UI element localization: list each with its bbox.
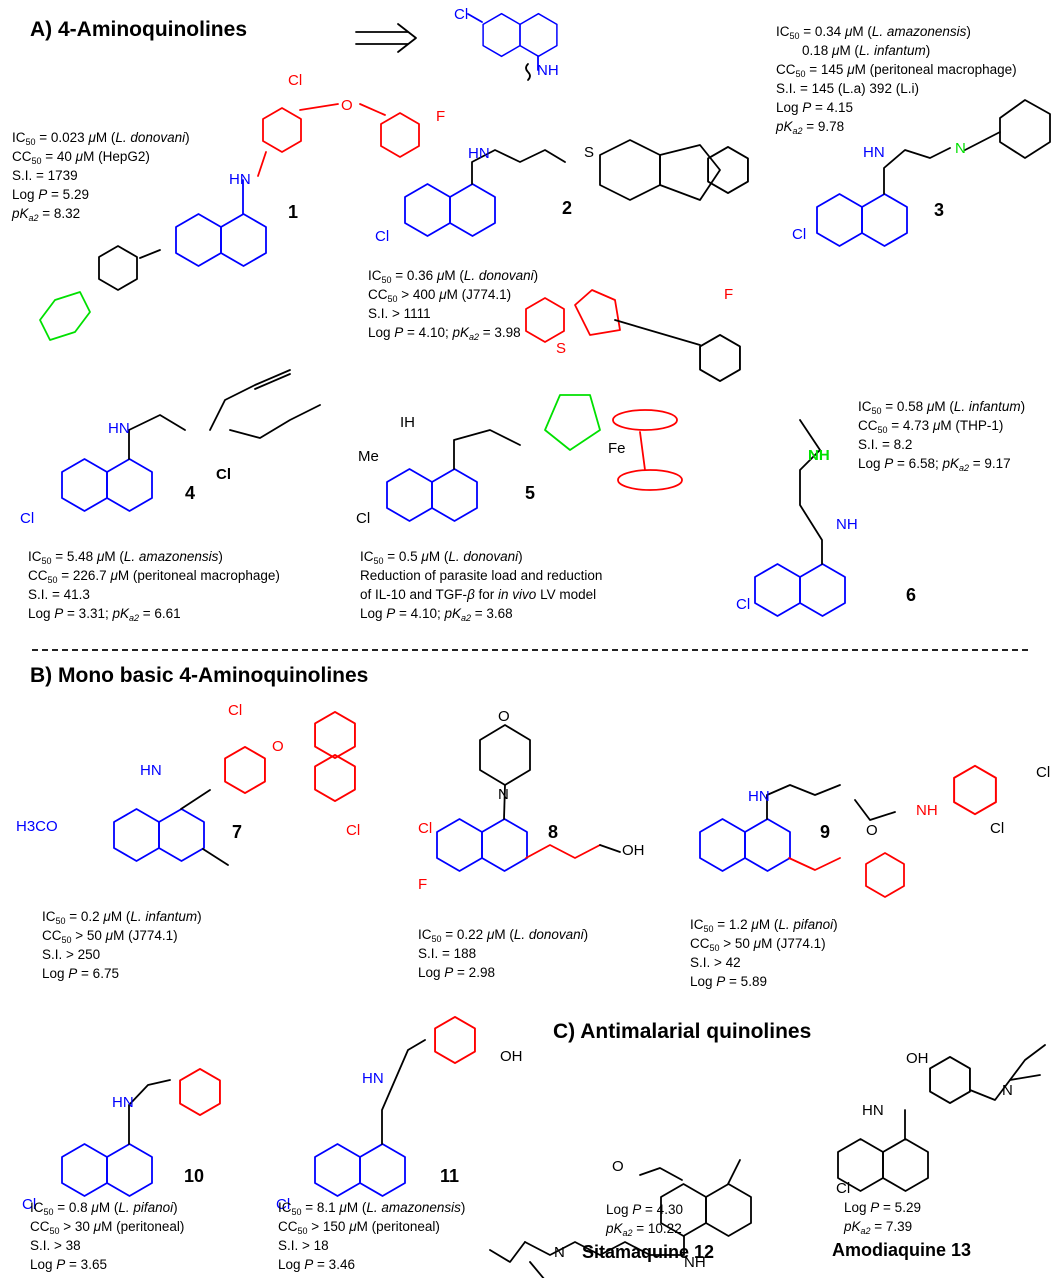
property-line: IC50 = 5.48 μM (L. amazonensis) — [28, 549, 223, 566]
compound-2-structure — [404, 139, 749, 237]
property-line: CC50 > 150 μM (peritoneal) — [278, 1219, 440, 1236]
property-line: IC50 = 0.2 μM (L. infantum) — [42, 909, 202, 926]
property-line: Reduction of parasite load and reduction — [360, 568, 603, 583]
compound-1-properties: IC50 = 0.023 μM (L. donovani) CC50 = 40 μ… — [12, 128, 190, 223]
property-line: CC50 > 400 μM (J774.1) — [368, 287, 512, 304]
compound-13-properties: Log P = 5.29 pKa2 = 7.39 — [844, 1198, 921, 1236]
compound-6-structure — [525, 289, 846, 617]
property-line: IC50 = 8.1 μM (L. amazonensis) — [278, 1200, 466, 1217]
compound-4-properties: IC50 = 5.48 μM (L. amazonensis) CC50 = 22… — [28, 547, 280, 623]
compound-number: 6 — [906, 585, 917, 605]
template-quinoline — [467, 12, 558, 71]
compound-9-properties: IC50 = 1.2 μM (L. pifanoi) CC50 > 50 μM (… — [690, 915, 838, 991]
compound-5-properties: IC50 = 0.5 μM (L. donovani) Reduction of … — [360, 547, 602, 623]
compound-6-properties: IC50 = 0.58 μM (L. infantum) CC50 = 4.73 … — [858, 397, 1025, 473]
property-line: Log P = 6.75 — [42, 966, 119, 981]
property-line: IC50 = 0.22 μM (L. donovani) — [418, 927, 589, 944]
compound-number: 7 — [232, 822, 243, 842]
property-line: pKa2 = 7.39 — [844, 1219, 913, 1236]
property-line: S.I. = 188 — [418, 946, 477, 961]
property-line: Log P = 6.58; pKa2 = 9.17 — [858, 456, 1011, 473]
compound-number: 11 — [440, 1166, 460, 1186]
drug-name-sitamaquine: Sitamaquine 12 — [582, 1242, 715, 1262]
property-line: IC50 = 0.34 μM (L. amazonensis) — [776, 24, 971, 41]
section-a-title: A) 4-Aminoquinolines — [30, 18, 247, 41]
compound-number: 9 — [820, 822, 831, 842]
compound-8-structure — [436, 724, 621, 872]
compound-3-properties: IC50 = 0.34 μM (L. amazonensis) 0.18 μM (… — [776, 22, 1017, 136]
property-line: Log P = 3.46 — [278, 1257, 355, 1272]
property-line: of IL-10 and TGF-β for in vivo LV model — [360, 587, 597, 602]
property-line: Log P = 5.29 — [844, 1200, 921, 1215]
property-line: Log P = 5.29 — [12, 187, 89, 202]
retrosynthesis-arrow — [355, 23, 417, 53]
property-line: IC50 = 1.2 μM (L. pifanoi) — [690, 917, 838, 934]
compound-number: 3 — [934, 200, 945, 220]
compound-number: 4 — [185, 483, 196, 503]
property-line: S.I. = 8.2 — [858, 437, 913, 452]
compound-number: 8 — [548, 822, 559, 842]
compound-7-properties: IC50 = 0.2 μM (L. infantum) CC50 > 50 μM … — [42, 907, 202, 983]
compound-7-structure — [113, 710, 356, 866]
property-line: pKa2 = 9.78 — [776, 119, 845, 136]
property-line: pKa2 = 10.22 — [606, 1221, 682, 1238]
compound-9-structure — [699, 764, 997, 898]
property-line: IC50 = 0.8 μM (L. pifanoi) — [30, 1200, 178, 1217]
property-line: Log P = 4.10; pKa2 = 3.98 — [368, 325, 521, 342]
property-line: S.I. > 250 — [42, 947, 101, 962]
property-line: IC50 = 0.58 μM (L. infantum) — [858, 399, 1026, 416]
property-line: Log P = 3.31; pKa2 = 6.61 — [28, 606, 181, 623]
property-line: S.I. = 41.3 — [28, 587, 90, 602]
compound-3-structure — [816, 99, 1051, 247]
property-line: CC50 > 50 μM (J774.1) — [690, 936, 826, 953]
compound-12-properties: Log P = 4.30 pKa2 = 10.22 — [606, 1200, 683, 1238]
property-line: CC50 > 30 μM (peritoneal) — [30, 1219, 185, 1236]
compound-number: 10 — [184, 1166, 205, 1186]
compound-10-properties: IC50 = 0.8 μM (L. pifanoi) CC50 > 30 μM (… — [30, 1198, 184, 1274]
property-line: Log P = 4.10; pKa2 = 3.68 — [360, 606, 513, 623]
property-line: IC50 = 0.023 μM (L. donovani) — [12, 130, 190, 147]
property-line: Log P = 2.98 — [418, 965, 495, 980]
property-line: CC50 = 145 μM (peritoneal macrophage) — [776, 62, 1017, 79]
property-line: S.I. > 1111 — [368, 306, 431, 321]
compound-1-structure — [39, 103, 420, 341]
compound-number: 5 — [525, 483, 536, 503]
compound-number: 1 — [288, 202, 299, 222]
section-divider — [32, 649, 1028, 651]
property-line: S.I. > 38 — [30, 1238, 81, 1253]
compound-5-structure — [386, 394, 683, 522]
property-line: CC50 = 4.73 μM (THP-1) — [858, 418, 1004, 435]
property-line: Log P = 5.89 — [690, 974, 767, 989]
compound-number: 2 — [562, 198, 573, 218]
property-line: Log P = 4.15 — [776, 100, 853, 115]
compound-11-structure — [314, 1015, 476, 1197]
property-line: pKa2 = 8.32 — [12, 206, 81, 223]
property-line: IC50 = 0.5 μM (L. donovani) — [360, 549, 523, 566]
property-line: 0.18 μM (L. infantum) — [802, 43, 931, 58]
wavy-bond — [525, 63, 531, 81]
compound-4-structure — [61, 369, 321, 512]
property-line: CC50 = 40 μM (HepG2) — [12, 149, 150, 166]
drug-name-amodiaquine: Amodiaquine 13 — [832, 1240, 972, 1260]
property-line: S.I. > 18 — [278, 1238, 329, 1253]
property-line: S.I. > 42 — [690, 955, 741, 970]
compound-2-properties: IC50 = 0.36 μM (L. donovani) CC50 > 400 μ… — [368, 266, 538, 342]
property-line: S.I. = 145 (L.a) 392 (L.i) — [776, 81, 919, 96]
compound-10-structure — [61, 1067, 221, 1197]
property-line: CC50 = 226.7 μM (peritoneal macrophage) — [28, 568, 280, 585]
property-line: IC50 = 0.36 μM (L. donovani) — [368, 268, 539, 285]
section-c-title: C) Antimalarial quinolines — [553, 1020, 812, 1043]
compound-11-properties: IC50 = 8.1 μM (L. amazonensis) CC50 > 150… — [278, 1198, 465, 1274]
property-line: Log P = 3.65 — [30, 1257, 107, 1272]
compound-13-structure — [837, 1044, 1046, 1192]
compound-12-structure — [489, 1159, 752, 1278]
property-line: Log P = 4.30 — [606, 1202, 683, 1217]
section-b-title: B) Mono basic 4-Aminoquinolines — [30, 664, 369, 687]
property-line: CC50 > 50 μM (J774.1) — [42, 928, 178, 945]
property-line: S.I. = 1739 — [12, 168, 78, 183]
